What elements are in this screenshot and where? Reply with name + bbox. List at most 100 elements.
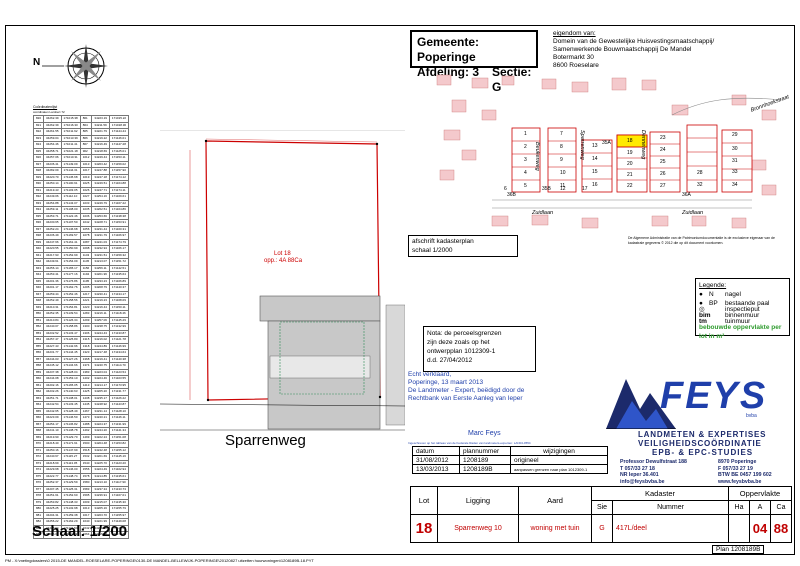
coord-cell: 34232.26 [43, 388, 62, 396]
coord-cell: 34236.49 [43, 232, 62, 240]
coord-cell: 171128.49 [60, 407, 81, 415]
signer-name: Marc Feys [468, 430, 501, 437]
coord-cell: 34253.82 [43, 498, 62, 506]
owner-line: Botermarkt 30 [553, 54, 594, 61]
coord-cell: 171169.61 [108, 193, 130, 201]
coord-cell: 34216.49 [91, 141, 110, 149]
coord-cell: 171143.07 [60, 199, 81, 207]
coord-cell: 34242.54 [43, 401, 62, 409]
map-lot-label: 34 [732, 182, 738, 188]
map-lot-label: 5 [524, 183, 527, 189]
coord-cell: 171149.08 [108, 518, 130, 526]
coord-cell: 171133.47 [60, 329, 81, 337]
coord-cell: 34249.51 [91, 180, 110, 188]
coord-cell: 34201.36 [43, 277, 62, 285]
coord-cell: 171138.78 [60, 427, 81, 435]
coord-cell: 171133.45 [60, 401, 81, 409]
map-lot-label: 3 [524, 157, 527, 163]
coord-cell: 171153.91 [108, 219, 130, 227]
coord-cell: 34213.07 [91, 258, 110, 266]
map-lot-label: 26 [660, 171, 666, 177]
map-lot-label: 16 [592, 182, 598, 188]
coord-cell: 34208.79 [91, 284, 110, 292]
coord-cell: 171125.31 [60, 485, 81, 493]
coord-cell: 171146.68 [60, 225, 81, 233]
coord-cell: 171119.09 [60, 531, 81, 539]
coord-cell: 34250.14 [43, 180, 62, 188]
gemeente-label: Gemeente: [417, 35, 480, 49]
coord-cell: 34224.37 [91, 420, 110, 428]
map-lot-label: 35A [602, 140, 611, 146]
coord-cell: 34231.51 [91, 251, 110, 259]
owner-block: eigendom van: Domein van de Gewestelijke… [553, 30, 714, 70]
coord-cell: 171161.41 [60, 238, 81, 246]
coord-cell: 34210.31 [43, 303, 62, 311]
coord-cell: 34230.41 [91, 290, 110, 298]
coord-cell: 881 [32, 511, 45, 519]
coord-cell: 34249.79 [91, 199, 110, 207]
coord-cell: 171015.38 [60, 115, 81, 123]
company-line3: EPB- & EPC-STUDIES [652, 448, 754, 457]
coord-cell: 34259.44 [43, 290, 62, 298]
coord-cell: 34232.94 [91, 245, 110, 253]
map-lot-label: 35B [542, 186, 551, 192]
coord-cell: 171159.32 [108, 251, 130, 259]
coord-cell: 34256.14 [43, 264, 62, 272]
coord-cell: 34220.70 [43, 173, 62, 181]
coord-cell: 34241.10 [43, 427, 62, 435]
company-bvba: bvba [746, 413, 757, 419]
coord-cell: 171136.82 [60, 420, 81, 428]
coord-cell: 34244.08 [43, 375, 62, 383]
coord-cell: 34216.44 [91, 303, 110, 311]
coord-cell: 171133.87 [108, 329, 130, 337]
coord-cell: 171142.96 [60, 342, 81, 350]
coord-cell: 171155.97 [108, 511, 130, 519]
coord-cell: 171151.72 [108, 258, 130, 266]
coord-cell: 34205.16 [91, 505, 110, 513]
coord-cell: 171169.57 [60, 232, 81, 240]
coord-cell: 171122.46 [60, 212, 81, 220]
coord-cell: 34210.84 [43, 316, 62, 324]
coord-cell: 171131.77 [108, 388, 130, 396]
coord-cell: 34249.61 [43, 258, 62, 266]
coord-cell: 171128.10 [108, 407, 130, 415]
coord-cell: 34254.16 [91, 193, 110, 201]
coord-cell: 34218.69 [43, 459, 62, 467]
coord-cell: 171135.64 [108, 271, 130, 279]
coord-cell: 34202.16 [43, 381, 62, 389]
cadastral-map [436, 74, 783, 229]
coord-cell: 171165.17 [60, 264, 81, 272]
coord-cell: 171133.73 [108, 485, 130, 493]
coord-cell: 34253.66 [91, 212, 110, 220]
map-lot-label: 1 [524, 131, 527, 137]
kadaster-line: schaal 1/2000 [412, 247, 453, 254]
kadaster-line: afschrift kadasterplan [412, 238, 474, 245]
coord-subtitle: coördinaten Lambert 72 [33, 110, 65, 114]
coord-cell: 34229.68 [43, 466, 62, 474]
coord-cell: 34282.09 [43, 167, 62, 175]
coord-cell: 34219.22 [91, 134, 110, 142]
coord-cell: 171011.92 [60, 128, 81, 136]
coord-cell: 171144.44 [108, 128, 130, 136]
legend-title: Legende: [699, 282, 727, 289]
scale-label: Schaal: 1/200 [32, 523, 128, 540]
coord-cell: 34240.75 [91, 362, 110, 370]
coord-cell: 34223.19 [91, 115, 110, 123]
map-street-label: Dennenweg [640, 130, 646, 160]
coord-cell: 34236.91 [91, 492, 110, 500]
coord-cell: 34214.85 [91, 472, 110, 480]
